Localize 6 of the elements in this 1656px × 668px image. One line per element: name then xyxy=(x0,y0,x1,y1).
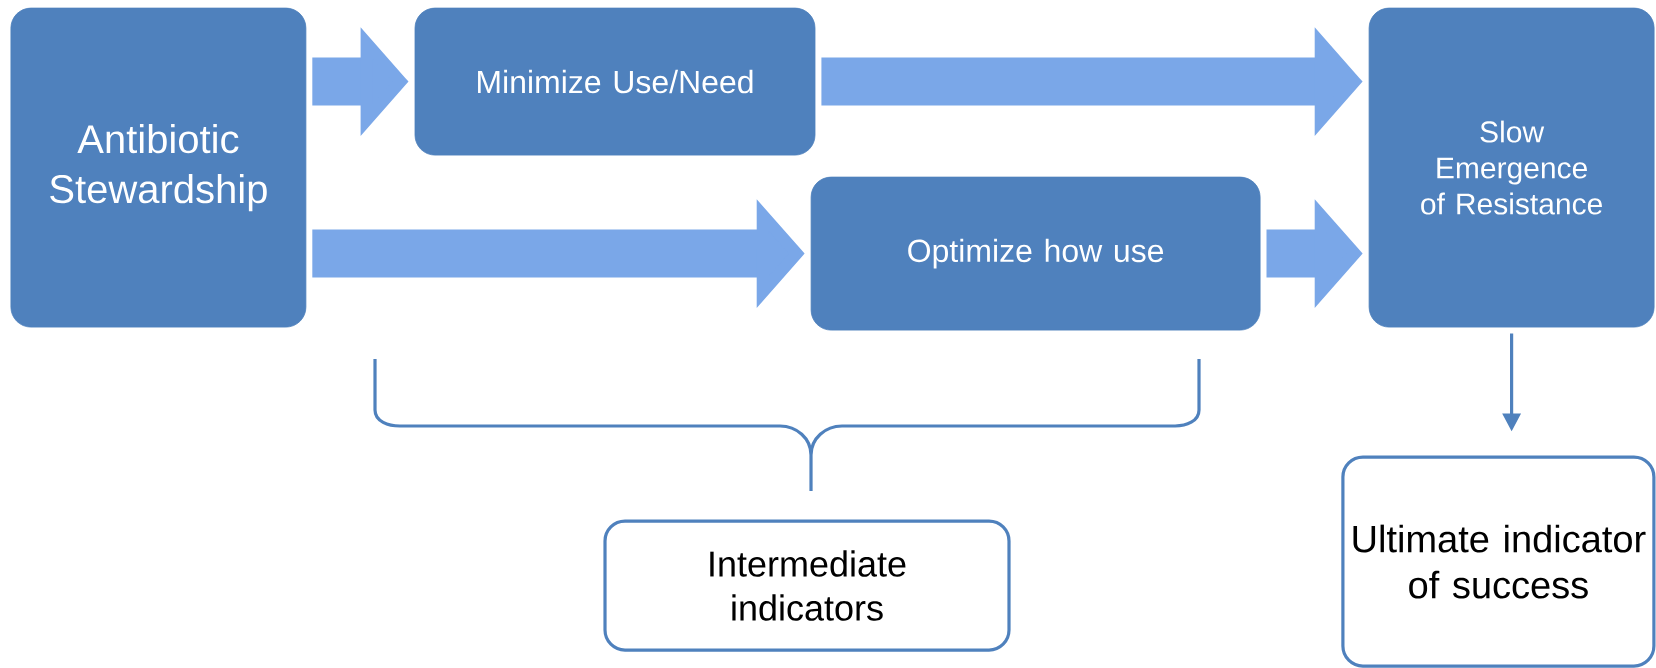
process-box: Optimize how use xyxy=(810,176,1261,331)
process-box: Antibiotic Stewardship xyxy=(10,7,307,328)
indicator-box: Intermediate indicators xyxy=(603,519,1011,652)
process-box: Slow Emergence of Resistance xyxy=(1368,7,1655,328)
indicator-box: Ultimate indicator of success xyxy=(1341,455,1656,668)
process-box: Minimize Use/Need xyxy=(414,7,816,156)
